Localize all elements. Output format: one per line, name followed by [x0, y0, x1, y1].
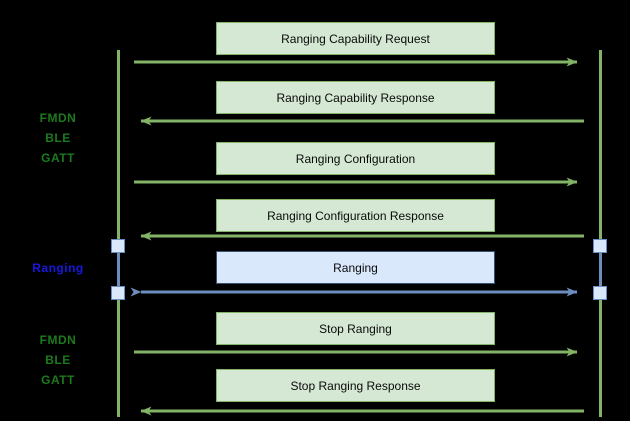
- activation-left-start: [111, 239, 125, 253]
- message-box-ranging: Ranging: [216, 251, 495, 284]
- message-box-stop-ranging: Stop Ranging: [216, 312, 495, 345]
- message-box-ranging-capability-request: Ranging Capability Request: [216, 22, 495, 55]
- phase-label-fmdn-ble-gatt-bottom: FMDN BLE GATT: [39, 333, 77, 387]
- message-box-ranging-configuration: Ranging Configuration: [216, 142, 495, 175]
- phase-label-ranging: Ranging: [32, 261, 84, 275]
- activation-right-start: [593, 239, 607, 253]
- phase-label-fmdn-ble-gatt-top: FMDN BLE GATT: [39, 111, 77, 165]
- activation-bar-left: [117, 246, 120, 292]
- activation-bar-right: [599, 246, 602, 292]
- lifeline-right-upper: [599, 50, 602, 242]
- activation-left-end: [111, 286, 125, 300]
- message-box-stop-ranging-response: Stop Ranging Response: [216, 369, 495, 402]
- message-box-ranging-configuration-response: Ranging Configuration Response: [216, 199, 495, 232]
- lifeline-left-upper: [117, 50, 120, 242]
- lifeline-left-lower: [117, 297, 120, 417]
- lifeline-right-lower: [599, 297, 602, 417]
- message-box-ranging-capability-response: Ranging Capability Response: [216, 81, 495, 114]
- activation-right-end: [593, 286, 607, 300]
